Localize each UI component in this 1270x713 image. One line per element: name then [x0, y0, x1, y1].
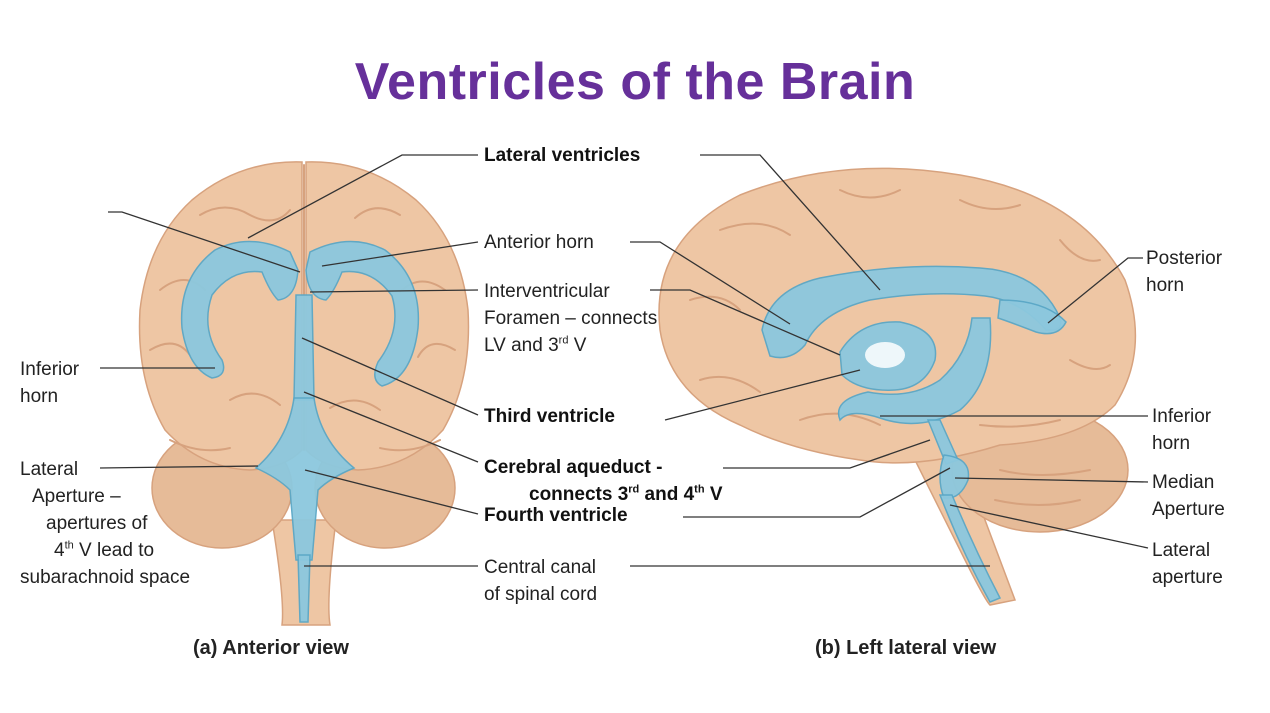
label-left-lateral-aperture: Lateral Aperture – apertures of 4th V le… [20, 456, 190, 591]
label-cerebral-aqueduct-line1: Cerebral aqueduct - [484, 457, 663, 478]
label-posterior-horn-line2: horn [1146, 275, 1185, 296]
anterior-right-lateral-ventricle [305, 240, 420, 387]
label-fourth-ventricle: Fourth ventricle [484, 505, 628, 526]
lateral-inferior-horn [837, 317, 992, 425]
lateral-central-canal [938, 494, 1002, 603]
label-interventricular-line2: Foramen – connects [484, 308, 658, 329]
anterior-right-hemisphere [305, 161, 470, 471]
label-left-inferior-horn-line2: horn [20, 386, 59, 407]
label-right-inferior-horn-line2: horn [1152, 433, 1191, 454]
label-posterior-horn-line1: Posterior [1146, 248, 1223, 269]
diagram-title: Ventricles of the Brain [354, 53, 916, 111]
label-left-inferior-horn: Inferior horn [20, 356, 79, 410]
label-left-lateral-aperture-line1: Lateral [20, 459, 79, 480]
label-interventricular-line3: LV and 3rd V [484, 334, 587, 356]
label-right-lateral-aperture: Lateral aperture [1152, 537, 1223, 591]
anterior-left-hemisphere [138, 161, 303, 471]
label-left-lateral-aperture-line2: Aperture – [32, 486, 121, 507]
anterior-central-canal [297, 554, 311, 623]
label-third-ventricle: Third ventricle [484, 406, 615, 427]
label-left-lateral-aperture-line3: apertures of [46, 513, 148, 534]
label-right-lateral-aperture-line1: Lateral [1152, 540, 1211, 561]
label-cerebral-aqueduct: Cerebral aqueduct - connects 3rd and 4th… [484, 454, 723, 508]
anterior-fourth-ventricle [254, 397, 356, 561]
label-central-canal-line2: of spinal cord [484, 584, 598, 605]
label-right-lateral-aperture-line2: aperture [1152, 567, 1223, 588]
anterior-left-lateral-ventricle [180, 240, 299, 379]
label-right-inferior-horn: Inferior horn [1152, 403, 1211, 457]
anterior-third-ventricle [293, 294, 315, 401]
label-left-lateral-aperture-line4: 4th V lead to [54, 539, 155, 561]
caption-lateral-view: (b) Left lateral view [815, 637, 997, 659]
label-anterior-horn: Anterior horn [484, 232, 594, 253]
caption-anterior-view: (a) Anterior view [193, 637, 349, 659]
label-left-lateral-aperture-line5: subarachnoid space [20, 567, 191, 588]
label-median-aperture-line2: Aperture [1152, 499, 1225, 520]
label-cerebral-aqueduct-line2: connects 3rd and 4th V [529, 483, 723, 505]
label-right-inferior-horn-line1: Inferior [1152, 406, 1212, 427]
lateral-cerebrum [658, 167, 1137, 464]
label-left-inferior-horn-line1: Inferior [20, 359, 80, 380]
label-median-aperture-line1: Median [1152, 472, 1215, 493]
label-interventricular-line1: Interventricular [484, 281, 610, 302]
lateral-posterior-horn [997, 299, 1067, 335]
lateral-brain-illustration [658, 167, 1137, 606]
label-central-canal: Central canal of spinal cord [484, 554, 597, 608]
label-posterior-horn: Posterior horn [1146, 245, 1222, 299]
label-median-aperture: Median Aperture [1152, 469, 1225, 523]
label-lateral-ventricles: Lateral ventricles [484, 145, 641, 166]
label-interventricular-foramen: Interventricular Foramen – connects LV a… [484, 278, 657, 359]
label-central-canal-line1: Central canal [484, 557, 596, 578]
lateral-fourth-ventricle [939, 454, 970, 499]
leader-lines [99, 154, 1149, 567]
